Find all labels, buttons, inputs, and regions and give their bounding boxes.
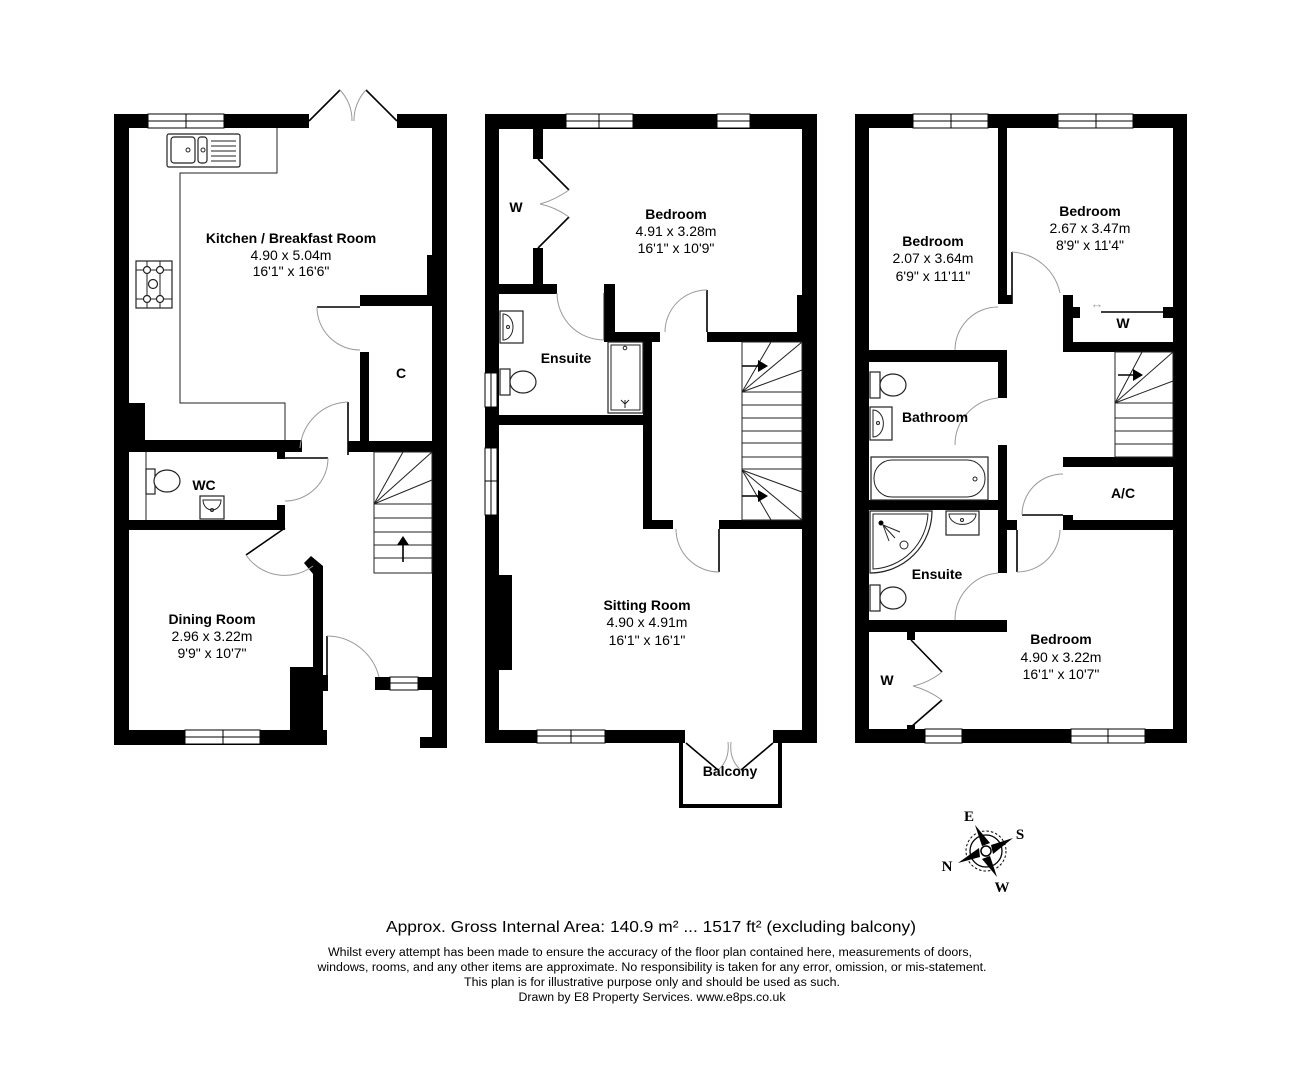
bedroom-imperial: 16'1" x 10'9" [638,240,715,256]
kitchen-units [135,128,286,440]
stairs-arrow-icon [1118,369,1143,381]
disclaimer-line-1: Whilst every attempt has been made to en… [328,947,972,959]
sitting-room-metric: 4.90 x 4.91m [607,614,688,630]
compass-east: E [964,809,974,825]
gross-internal-area: Approx. Gross Internal Area: 140.9 m² ..… [386,919,916,936]
bedroom-main-name: Bedroom [1030,631,1091,647]
balcony-outline [679,743,782,808]
footer: Approx. Gross Internal Area: 140.9 m² ..… [316,919,986,1004]
wardrobe-label: W [509,199,523,215]
bedroom-main-metric: 4.90 x 3.22m [1021,649,1102,665]
ensuite-label: Ensuite [912,566,963,582]
ensuite-label: Ensuite [541,350,592,366]
wc-fixtures [145,452,225,520]
wardrobe-rear-label: W [1116,315,1130,331]
balcony-label: Balcony [703,763,758,779]
second-floor-doors [910,251,1163,728]
sitting-room-imperial: 16'1" x 16'1" [609,632,686,648]
toilet-icon [869,584,907,612]
shower-icon [869,510,933,574]
ground-floor-doors [245,89,398,690]
kitchen-name: Kitchen / Breakfast Room [206,230,376,246]
bathroom-fixtures [869,371,989,501]
ground-floor-stairs [373,451,433,574]
wc-label: WC [192,477,215,493]
bathroom-label: Bathroom [902,409,968,425]
wardrobe-main-label: W [880,672,894,688]
dining-metric: 2.96 x 3.22m [172,628,253,644]
first-floor-windows [484,113,751,744]
first-floor-labels: W Bedroom 4.91 x 3.28m 16'1" x 10'9" Ens… [509,199,757,779]
toilet-icon [499,368,537,396]
first-floor-stairs [741,341,803,521]
cupboard-label: C [396,365,406,381]
bedroom-small-imperial: 6'9" x 11'11" [896,268,971,284]
second-floor-windows [912,113,1146,744]
dining-imperial: 9'9" x 10'7" [178,645,247,661]
drawn-by-credit: Drawn by E8 Property Services. www.e8ps.… [519,992,786,1004]
second-floor-plan: Bedroom 2.07 x 3.64m 6'9" x 11'11" Bedro… [855,113,1187,744]
bedroom-rear-metric: 2.67 x 3.47m [1050,220,1131,236]
sliding-door-arrow-icon: ↔ [1091,296,1104,311]
stairs-up-arrow-icon [397,536,409,562]
compass-rose-icon: E S W N [942,809,1025,896]
kitchen-imperial: 16'1" x 16'6" [253,263,330,279]
bedroom-rear-imperial: 8'9" x 11'4" [1056,237,1124,253]
bedroom-rear-name: Bedroom [1059,203,1120,219]
sink-icon [166,133,241,168]
bedroom-metric: 4.91 x 3.28m [636,223,717,239]
basin-icon [945,510,980,536]
second-floor-labels: Bedroom 2.07 x 3.64m 6'9" x 11'11" Bedro… [880,203,1135,688]
compass-north: N [942,859,953,875]
bedroom-main-imperial: 16'1" x 10'7" [1023,666,1100,682]
ensuite-fixtures [869,510,980,612]
toilet-icon [869,371,907,399]
ground-floor-labels: Kitchen / Breakfast Room 4.90 x 5.04m 16… [168,230,406,661]
second-floor-stairs [1114,351,1174,458]
bedroom-name: Bedroom [645,206,706,222]
first-floor-plan: W Bedroom 4.91 x 3.28m 16'1" x 10'9" Ens… [484,113,817,808]
basin-icon [869,406,893,441]
disclaimer-line-2: windows, rooms, and any other items are … [316,962,986,974]
compass-west: W [995,880,1010,896]
basin-icon [499,310,524,344]
airing-cupboard-label: A/C [1111,485,1135,501]
first-floor-ensuite-fixtures [499,310,644,414]
ground-floor-windows [147,113,419,745]
stairs-arrow-icon [742,360,768,372]
kitchen-metric: 4.90 x 5.04m [251,247,332,263]
bedroom-small-metric: 2.07 x 3.64m [893,250,974,266]
sitting-room-name: Sitting Room [603,597,690,613]
basin-icon [199,495,225,520]
compass-south: S [1016,827,1024,843]
disclaimer-line-3: This plan is for illustrative purpose on… [464,977,840,989]
stairs-arrow-icon [742,490,768,502]
dining-name: Dining Room [168,611,255,627]
bedroom-small-name: Bedroom [902,233,963,249]
bath-icon [870,456,989,501]
first-floor-doors [537,158,774,771]
ground-floor-walls [114,114,447,748]
bath-icon [607,341,644,414]
hob-icon [135,260,173,309]
ground-floor-plan: Kitchen / Breakfast Room 4.90 x 5.04m 16… [114,89,447,748]
toilet-icon [145,468,181,495]
